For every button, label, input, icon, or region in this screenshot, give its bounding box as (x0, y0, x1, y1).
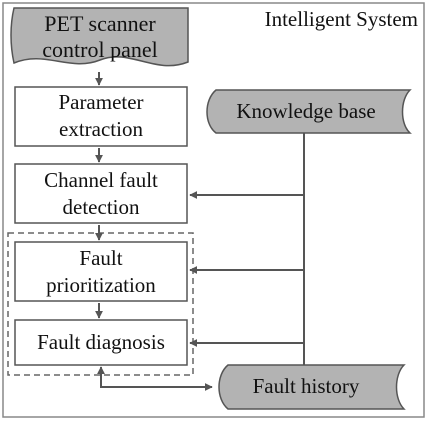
fault-prioritization-label-line1: Fault (79, 246, 122, 270)
parameter-extraction-label-line1: Parameter (58, 90, 143, 114)
parameter-extraction-label-line2: extraction (59, 117, 143, 141)
control-panel-label-line1: PET scanner (44, 11, 156, 36)
channel-fault-detection-label-line1: Channel fault (44, 168, 158, 192)
arrow-group-fault-history (97, 366, 213, 391)
knowledge-base-label: Knowledge base (236, 99, 375, 123)
system-title: Intelligent System (265, 7, 418, 31)
intelligent-system-frame (2, 2, 425, 418)
knowledge-base-node: Knowledge base (206, 89, 412, 134)
parameter-extraction-node: Parameter extraction (14, 86, 188, 147)
control-panel-label-line2: control panel (42, 37, 157, 62)
control-panel-node: PET scanner control panel (10, 7, 189, 67)
fault-prioritization-label-line2: prioritization (46, 273, 156, 297)
fault-diagnosis-label: Fault diagnosis (37, 330, 165, 354)
fault-prioritization-node: Fault prioritization (14, 241, 188, 302)
channel-fault-detection-node: Channel fault detection (14, 163, 188, 224)
fault-history-label: Fault history (253, 374, 360, 398)
fault-history-node: Fault history (218, 364, 406, 410)
fault-diagnosis-node: Fault diagnosis (14, 319, 188, 366)
channel-fault-detection-label-line2: detection (63, 195, 140, 219)
